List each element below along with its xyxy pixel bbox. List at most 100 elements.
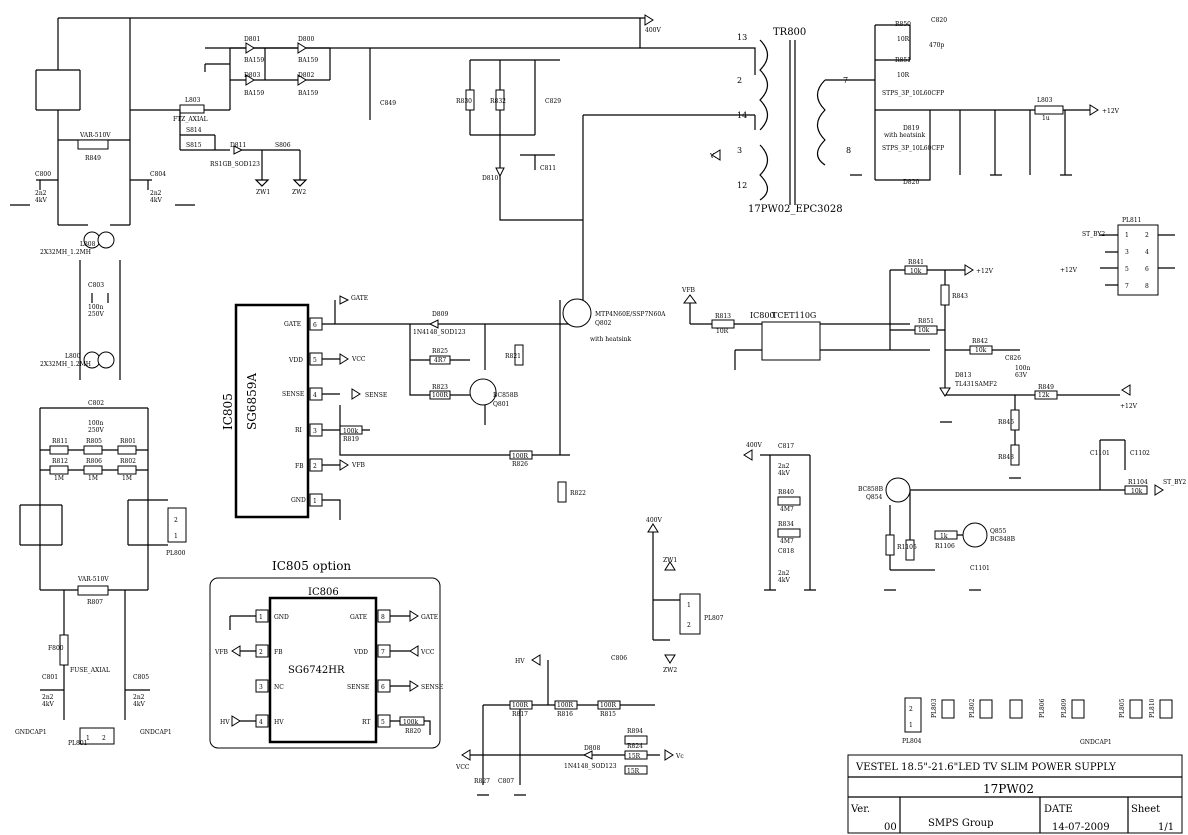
- gate-drive: D809 1N4148_SOD123 R825 4R7 R823 100R BC…: [339, 298, 666, 503]
- c826-val: 100n: [1015, 365, 1030, 372]
- ic806-pin7-num: 7: [381, 649, 385, 656]
- ic806-pin3-num: 3: [259, 684, 263, 691]
- r823-val: 100R: [432, 392, 448, 399]
- pl803-label: PL803: [931, 698, 938, 718]
- pl804-label: PL804: [902, 738, 922, 745]
- r820-ref: R820: [405, 728, 421, 735]
- pl800-pin2: 2: [174, 517, 178, 524]
- bulk-section: R830 R832 C829 C849 D810 C811: [369, 48, 583, 221]
- bottom-connectors: 2 1 PL804 PL803 PL802 PL806 PL809 PL805 …: [902, 697, 1173, 746]
- r806-label: R806: [86, 458, 102, 465]
- d800-val: BA159: [298, 57, 318, 64]
- r1104-val: 10k: [1131, 488, 1143, 495]
- c802-val: 100n: [88, 420, 103, 427]
- r834-label: R834: [778, 521, 794, 528]
- date-value: 14-07-2009: [1052, 822, 1110, 833]
- tr-pin-2: 2: [737, 76, 742, 85]
- r821-label: R821: [505, 353, 521, 360]
- q854-ref: Q854: [866, 494, 883, 501]
- c820-val: 470p: [929, 42, 944, 49]
- ic806-vcc-net: VCC: [420, 649, 435, 656]
- d811-val: RS1GB_SOD123: [210, 161, 260, 168]
- r849-varistor: [77, 139, 109, 150]
- c802-val2: 250V: [88, 427, 104, 434]
- zw1-net: ZW1: [256, 189, 270, 196]
- l800-choke-b: [97, 351, 115, 369]
- ic806-pin6-label: SENSE: [347, 684, 369, 691]
- r820-val: 100k: [403, 719, 418, 726]
- q855-transistor: [962, 522, 988, 548]
- r850-val: 10R: [897, 36, 910, 43]
- r842-label: R842: [972, 338, 988, 345]
- ver-label: Ver.: [850, 804, 870, 815]
- r842-val: 10k: [975, 347, 987, 354]
- pl804-connector: [904, 697, 922, 733]
- r850-label: R850: [895, 21, 911, 28]
- f800-label: F800: [48, 645, 64, 652]
- tr-pin-3: 3: [737, 146, 742, 155]
- l800-val: 2X32MH_1.2MH: [40, 361, 91, 368]
- r822-label: R822: [570, 490, 586, 497]
- q801-ref: Q801: [493, 401, 509, 408]
- r813-label: R813: [715, 313, 731, 320]
- v400-net: 400V: [645, 27, 661, 34]
- r849b-val: 12k: [1038, 392, 1050, 399]
- r815-val: 100R: [600, 702, 616, 709]
- c818-val: 2n2: [778, 570, 790, 577]
- tr800-part: 17PW02_EPC3028: [748, 204, 843, 215]
- d811-diode: [233, 145, 244, 155]
- gndcap1-bottom: GNDCAP1: [1080, 739, 1112, 746]
- ic806-hv-net: HV: [220, 719, 230, 726]
- vcc-net: VCC: [455, 764, 470, 771]
- pl809-label: PL809: [1061, 698, 1068, 718]
- d800-label: D800: [298, 36, 314, 43]
- ic805-block: IC805 SG6859A GATE VDD SENSE RI FB GND 6…: [221, 295, 410, 520]
- l808-label: L808: [80, 241, 96, 248]
- d819-label: D819: [903, 125, 919, 132]
- title-text: VESTEL 18.5"-21.6"LED TV SLIM POWER SUPP…: [855, 762, 1116, 773]
- r851-label: R851: [895, 57, 911, 64]
- pl811-pin1: 1: [1125, 232, 1129, 239]
- ic805-pin3-label: RI: [295, 427, 303, 434]
- pl811-label: PL811: [1122, 217, 1141, 224]
- ic806-pin2-num: 2: [259, 649, 263, 656]
- ic806-option-title: IC805 option: [272, 559, 351, 573]
- d808-val: 1N4148_SOD123: [564, 763, 617, 770]
- pl811-pin8: 8: [1145, 283, 1149, 290]
- ic805-name: IC805: [221, 393, 235, 430]
- l803-inductor: [179, 104, 205, 114]
- ic806-option: IC805 option IC806 SG6742HR 1 2 3 4 GND …: [209, 559, 443, 749]
- f800-fuse: [59, 634, 69, 666]
- c805-label: C805: [133, 674, 149, 681]
- pl811-pin7: 7: [1125, 283, 1129, 290]
- ic805-vfb-net: VFB: [351, 462, 365, 469]
- ver-value: 00: [884, 822, 897, 833]
- r834-val: 4M7: [780, 538, 794, 545]
- feedback-section: R841 10k +12V R843 R851 10k R842 10k C82…: [858, 259, 1186, 591]
- pl800-connector: [167, 507, 187, 543]
- q854-part: BC858B: [858, 486, 884, 493]
- d803-label: D803: [244, 72, 260, 79]
- ic805-pin4-label: SENSE: [282, 391, 304, 398]
- q801-transistor: [469, 378, 497, 406]
- r824-label: R824: [627, 743, 643, 750]
- pl807-pin2: 2: [687, 622, 691, 629]
- d809-label: D809: [432, 311, 448, 318]
- c803-val2: 250V: [88, 311, 104, 318]
- ic806-pin1-num: 1: [259, 614, 263, 621]
- v12-net-top: +12V: [1102, 108, 1120, 115]
- ic806-pin4-num: 4: [259, 719, 263, 726]
- s814-label: S814: [186, 127, 202, 134]
- ic806-pin7-label: VDD: [353, 649, 368, 656]
- d813-shunt: [939, 387, 951, 397]
- c806-label: C806: [611, 655, 627, 662]
- group-text: SMPS Group: [928, 818, 993, 829]
- ic805-pin1-num: 1: [313, 498, 317, 505]
- d801-label: D801: [244, 36, 260, 43]
- l803b-val: 1u: [1042, 115, 1050, 122]
- d803-diode: [245, 74, 255, 86]
- q801-part: BC858B: [493, 392, 519, 399]
- pl811-pin4: 4: [1145, 249, 1149, 256]
- pl811-pin3: 3: [1125, 249, 1129, 256]
